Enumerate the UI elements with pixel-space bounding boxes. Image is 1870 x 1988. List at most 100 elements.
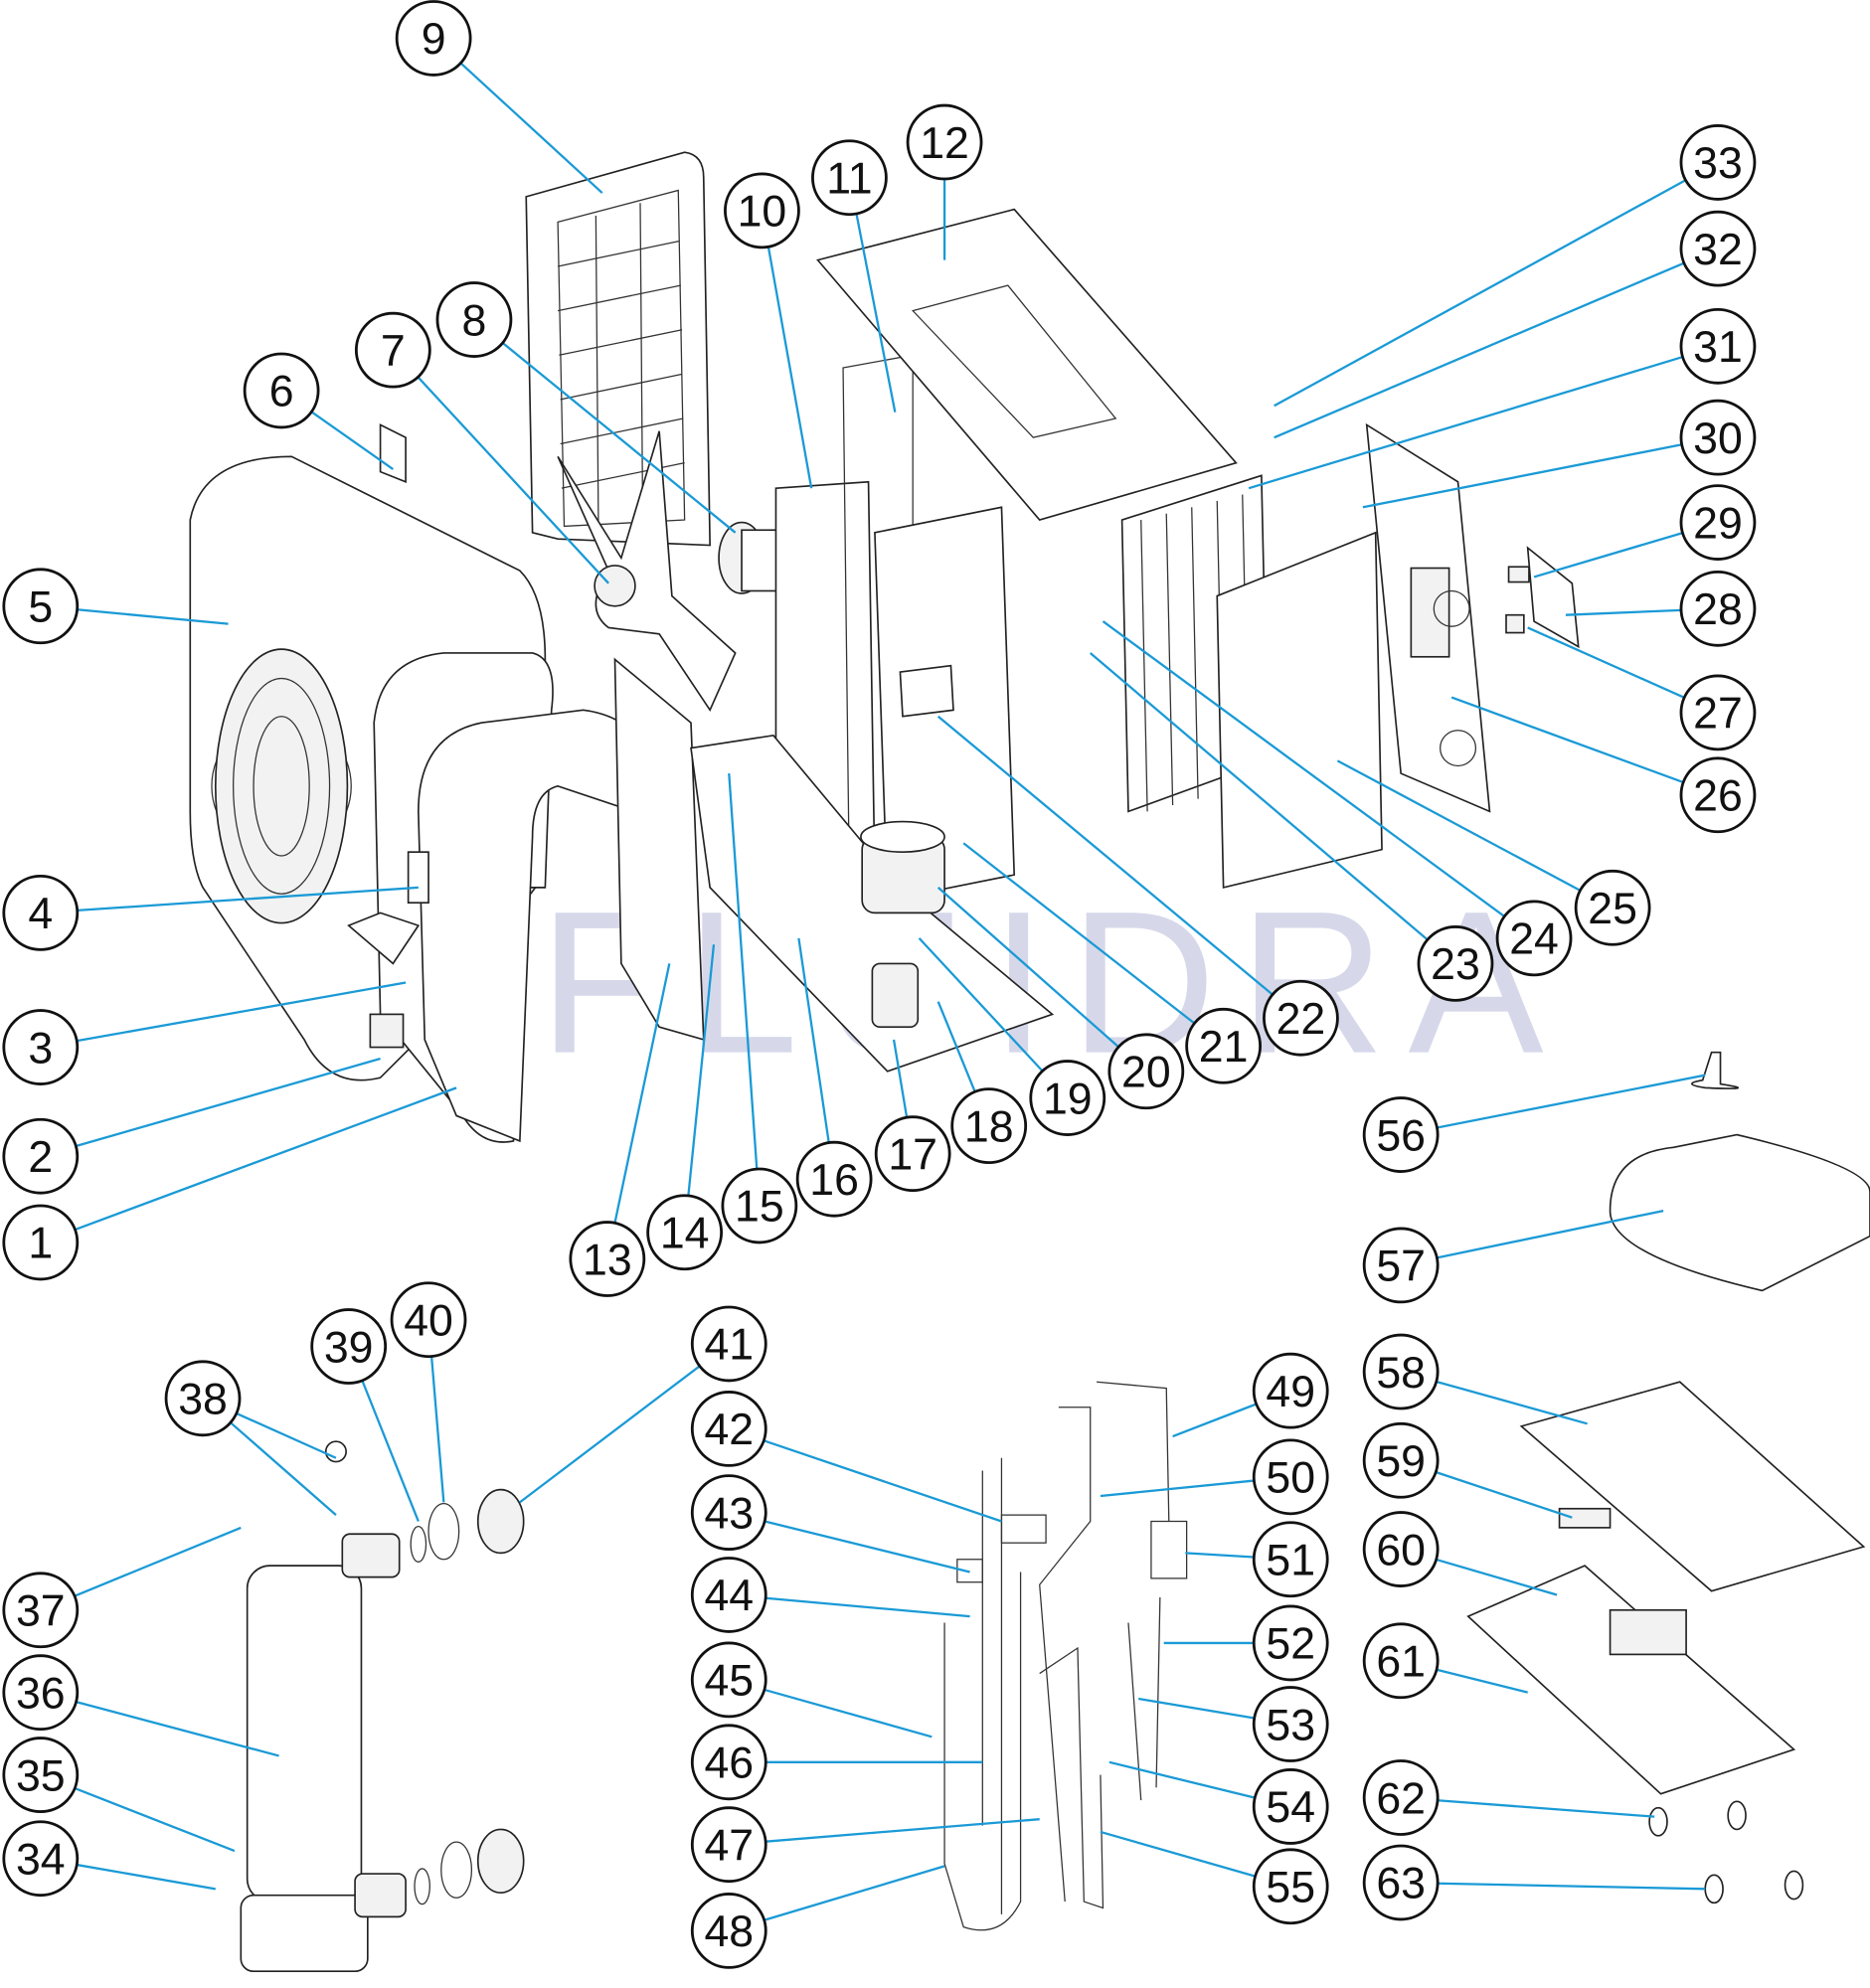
callout-part-32: 32 <box>1679 210 1757 287</box>
callout-part-57: 57 <box>1362 1227 1440 1304</box>
callouts: 1234567891011121314151617181920212223242… <box>2 0 1757 1969</box>
piping <box>943 1381 1188 1931</box>
callout-circle <box>1263 979 1339 1057</box>
callout-part-53: 53 <box>1252 1686 1329 1762</box>
part-number: 44 <box>704 1572 754 1620</box>
callout-circle <box>724 172 800 249</box>
part-number: 23 <box>1431 940 1480 989</box>
callout-circle <box>1252 1352 1329 1429</box>
callout-part-34: 34 <box>2 1820 80 1898</box>
part-number: 28 <box>1693 585 1743 634</box>
leader-line-19 <box>918 937 1044 1073</box>
part-number: 55 <box>1266 1864 1315 1912</box>
leader-line-6 <box>310 411 394 470</box>
leader-line-41 <box>519 1365 701 1504</box>
callout-circle <box>690 1305 767 1383</box>
part-number: 3 <box>28 1024 53 1073</box>
callout-part-55: 55 <box>1252 1848 1329 1925</box>
leader-line-44 <box>765 1596 970 1618</box>
callout-part-16: 16 <box>795 1140 873 1218</box>
callout-part-58: 58 <box>1362 1333 1440 1410</box>
callout-circle <box>690 1474 767 1551</box>
callout-circle <box>1252 1848 1329 1925</box>
leader-line-11 <box>855 213 897 413</box>
callout-part-45: 45 <box>690 1641 767 1719</box>
callout-part-36: 36 <box>2 1654 80 1732</box>
callout-circle <box>950 1087 1028 1165</box>
leader-line-29 <box>1533 532 1683 579</box>
callout-circle <box>795 1140 873 1218</box>
callout-part-13: 13 <box>569 1221 646 1297</box>
leader-line-37 <box>74 1526 242 1597</box>
part-number: 2 <box>28 1133 53 1182</box>
part-number: 32 <box>1693 226 1743 274</box>
callout-circle <box>1679 674 1757 751</box>
grille <box>525 151 711 547</box>
callout-circle <box>690 1391 767 1467</box>
callout-circle <box>1252 1604 1329 1682</box>
part-number: 61 <box>1376 1638 1426 1687</box>
callout-part-37: 37 <box>2 1572 80 1649</box>
part-number: 16 <box>809 1156 859 1205</box>
leader-line-22 <box>936 715 1274 996</box>
leader-line-63 <box>1438 1882 1706 1891</box>
callout-circle <box>690 1893 767 1969</box>
leader-line-1 <box>75 1086 457 1232</box>
callout-part-21: 21 <box>1185 1007 1263 1084</box>
callout-part-12: 12 <box>906 103 983 181</box>
callout-circle <box>2 1654 80 1732</box>
callout-circle <box>1362 1511 1440 1587</box>
part-number: 30 <box>1693 414 1743 463</box>
leader-line-26 <box>1450 696 1684 784</box>
leader-line-21 <box>962 842 1196 1025</box>
callout-part-23: 23 <box>1417 925 1494 1002</box>
part-number: 25 <box>1588 885 1637 933</box>
callout-circle <box>310 1308 388 1385</box>
callout-part-19: 19 <box>1029 1060 1106 1136</box>
part-number: 6 <box>269 368 294 416</box>
callout-part-60: 60 <box>1362 1511 1440 1587</box>
callout-circle <box>2 1117 80 1195</box>
part-number: 56 <box>1376 1111 1426 1160</box>
callout-circle <box>1362 1421 1440 1499</box>
callout-circle <box>1252 1686 1329 1762</box>
leader-line-38 <box>236 1411 337 1459</box>
part-number: 59 <box>1376 1437 1426 1486</box>
part-number: 29 <box>1693 499 1743 548</box>
leader-line-2 <box>76 1057 381 1148</box>
callout-circle <box>1252 1438 1329 1516</box>
callout-part-50: 50 <box>1252 1438 1329 1516</box>
part-number: 38 <box>178 1376 228 1424</box>
callout-circle <box>811 139 888 217</box>
leader-line-60 <box>1436 1558 1558 1596</box>
callout-circle <box>1252 1521 1329 1598</box>
callout-part-5: 5 <box>2 568 80 645</box>
leader-line-39 <box>361 1380 420 1522</box>
part-number: 36 <box>16 1669 66 1718</box>
leader-line-9 <box>459 62 603 194</box>
callout-part-2: 2 <box>2 1117 80 1195</box>
callout-circle <box>1679 484 1757 561</box>
callout-circle <box>243 352 320 429</box>
callout-part-27: 27 <box>1679 674 1757 751</box>
leader-line-16 <box>797 937 830 1143</box>
callout-circle <box>1362 1759 1440 1836</box>
leader-line-15 <box>728 773 759 1170</box>
part-number: 13 <box>583 1236 632 1284</box>
leader-line-58 <box>1436 1380 1588 1425</box>
callout-part-33: 33 <box>1679 124 1757 201</box>
part-number: 31 <box>1693 323 1743 372</box>
leader-line-8 <box>501 342 737 534</box>
callout-circle <box>1185 1007 1263 1084</box>
callout-part-42: 42 <box>690 1391 767 1467</box>
part-drawings <box>189 151 1870 1973</box>
leader-line-59 <box>1435 1470 1573 1519</box>
leader-line-20 <box>936 887 1119 1049</box>
callout-part-61: 61 <box>1362 1622 1440 1700</box>
leader-line-50 <box>1100 1479 1255 1498</box>
part-number: 35 <box>16 1751 66 1800</box>
callout-circle <box>395 0 472 77</box>
callout-circle <box>1107 1033 1185 1110</box>
callout-circle <box>2 1572 80 1649</box>
callout-circle <box>1362 1844 1440 1921</box>
